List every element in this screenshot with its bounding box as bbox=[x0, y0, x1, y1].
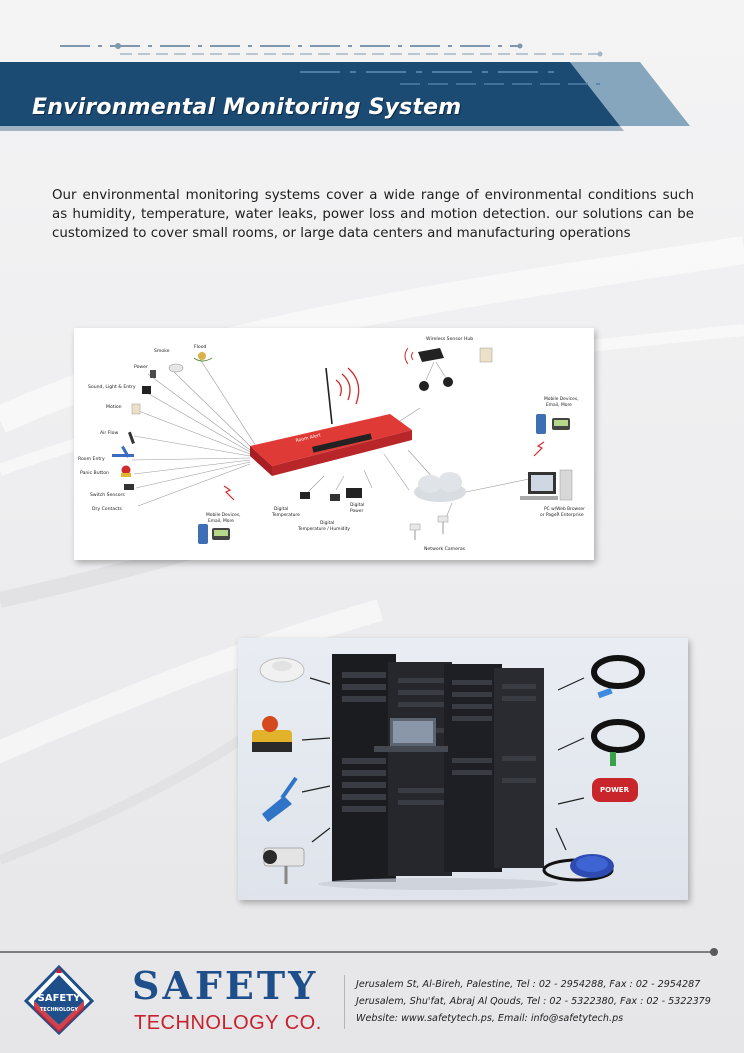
mobile-devices-right: Mobile Devices, Email, More bbox=[533, 396, 579, 457]
digital-temperature-line1: Digital bbox=[274, 506, 288, 512]
label-panic-button: Panic Button bbox=[80, 470, 109, 476]
label-motion: Motion bbox=[106, 404, 122, 410]
contact-address-bireh: Jerusalem St, Al-Bireh, Palestine, Tel :… bbox=[356, 979, 701, 990]
left-sensor-devices bbox=[252, 657, 305, 884]
label-sound-light-entry: Sound, Light & Entry bbox=[88, 384, 136, 390]
digital-power-line1: Digital bbox=[350, 502, 364, 508]
footer-rule bbox=[0, 948, 718, 956]
pc-browser-line1: PC w/Web Browser bbox=[544, 506, 585, 512]
digital-temp-humidity-line2: Temperature / Humidity bbox=[297, 526, 350, 532]
company-subname: TECHNOLOGY CO. bbox=[134, 1012, 322, 1034]
header-band bbox=[0, 43, 690, 131]
contact-block: Jerusalem St, Al-Bireh, Palestine, Tel :… bbox=[356, 976, 736, 1027]
device-label: Room Alert bbox=[295, 432, 321, 444]
label-smoke: Smoke bbox=[154, 348, 170, 354]
mobile-left-line1: Mobile Devices, bbox=[206, 512, 241, 518]
network-cameras-label: Network Cameras bbox=[424, 546, 466, 552]
mobile-left-line2: Email, More bbox=[208, 518, 234, 524]
network-cameras: Network Cameras bbox=[409, 515, 466, 552]
room-alert-device: Room Alert bbox=[250, 367, 412, 476]
company-name: SAFETY bbox=[132, 963, 319, 1008]
logo-text-primary: SAFETY bbox=[38, 993, 81, 1004]
digital-temp-humidity-line1: Digital bbox=[320, 520, 334, 526]
label-power: Power bbox=[134, 364, 148, 370]
label-flood: Flood bbox=[194, 344, 207, 350]
server-rack-photo: POWER bbox=[238, 638, 688, 900]
page-title: Environmental Monitoring System bbox=[32, 95, 462, 120]
digital-power-line2: Power bbox=[350, 508, 363, 514]
mobile-devices-left: Mobile Devices, Email, More bbox=[198, 512, 241, 544]
digital-sensors: Digital Temperature Digital Temperature … bbox=[271, 488, 364, 532]
intro-paragraph: Our environmental monitoring systems cov… bbox=[52, 188, 694, 241]
mobile-right-line2: Email, More bbox=[546, 402, 572, 408]
digital-temperature-line2: Temperature bbox=[271, 512, 300, 518]
footer-divider bbox=[344, 975, 345, 1029]
wireless-sensor-hub: Wireless Sensor Hub bbox=[404, 336, 493, 391]
network-cloud-icon bbox=[414, 472, 466, 502]
label-dry-contacts: Dry Contacts bbox=[92, 506, 122, 512]
label-switch-sensors: Switch Sensors bbox=[90, 492, 125, 498]
wireless-hub-label: Wireless Sensor Hub bbox=[426, 336, 473, 342]
system-diagram: Smoke Flood Power Sound, Light & Entry M… bbox=[74, 328, 594, 560]
label-air-flow: Air Flow bbox=[100, 430, 118, 436]
mobile-right-line1: Mobile Devices, bbox=[544, 396, 579, 402]
sensor-icons bbox=[112, 352, 213, 490]
pc-browser-line2: or PageR Enterprise bbox=[540, 512, 584, 518]
power-sensor-label: POWER bbox=[600, 786, 630, 794]
right-sensor-devices: POWER bbox=[542, 655, 645, 882]
contact-web-email[interactable]: Website: www.safetytech.ps, Email: info@… bbox=[356, 1013, 624, 1024]
logo-text-secondary: TECHNOLOGY bbox=[40, 1007, 78, 1013]
server-racks bbox=[318, 654, 558, 890]
contact-address-jerusalem: Jerusalem, Shu'fat, Abraj Al Qouds, Tel … bbox=[356, 996, 711, 1007]
pc-workstation: PC w/Web Browser or PageR Enterprise bbox=[520, 469, 585, 518]
sensor-labels: Smoke Flood Power Sound, Light & Entry M… bbox=[78, 344, 207, 512]
company-logo: SAFETY TECHNOLOGY bbox=[22, 964, 96, 1036]
label-room-entry: Room Entry bbox=[78, 456, 105, 462]
